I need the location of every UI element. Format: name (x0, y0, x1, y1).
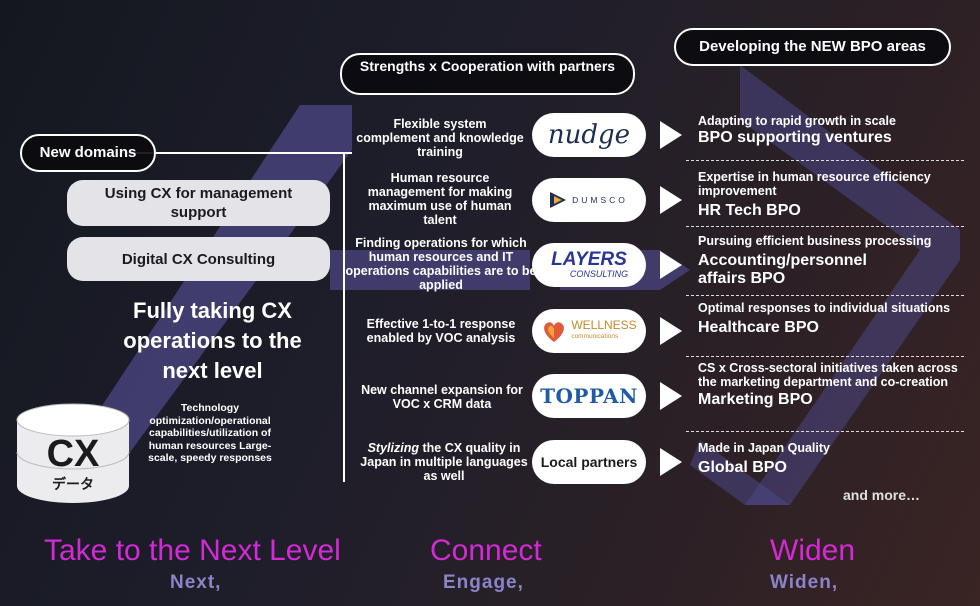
strength-desc-3: Finding operations for which human resou… (345, 236, 537, 292)
bracket-top-line (120, 152, 352, 155)
strength-desc-5: New channel expansion for VOC x CRM data (361, 383, 523, 411)
bpo-area-5-main: Marketing BPO (698, 391, 813, 408)
strength-desc-1: Flexible system complement and knowledge… (356, 117, 524, 159)
bpo-area-3: Pursuing efficient business processing A… (698, 234, 968, 288)
footer-connect: Connect (430, 534, 542, 567)
bpo-area-3-main: Accounting/personnel affairs BPO (698, 252, 867, 287)
separator-2 (686, 226, 964, 227)
separator-5 (686, 431, 964, 432)
footer-next-level: Take to the Next Level (44, 534, 341, 567)
bpo-area-1-sub: Adapting to rapid growth in scale (698, 114, 896, 128)
bpo-title: Developing the NEW BPO areas (674, 28, 951, 66)
bpo-area-4: Optimal responses to individual situatio… (698, 301, 968, 337)
footer-widen: Widen (770, 534, 856, 567)
wellness-heart-icon (544, 322, 565, 342)
layers-subwordmark: CONSULTING (569, 269, 629, 279)
partner-local: Local partners (532, 440, 646, 484)
toppan-wordmark: TOPPAN (540, 384, 638, 408)
chevron-right-bg (740, 65, 960, 505)
new-domains-label: New domains (20, 134, 156, 172)
strengths-title: Strengths x Cooperation with partners (340, 53, 635, 95)
bpo-area-5-sub: CS x Cross-sectoral initiatives taken ac… (698, 361, 958, 389)
partner-logo-layers: LAYERS CONSULTING (532, 243, 646, 287)
bpo-area-5: CS x Cross-sectoral initiatives taken ac… (698, 361, 968, 409)
bpo-area-6-main: Global BPO (698, 459, 787, 476)
wellness-subwordmark: communications (571, 333, 619, 340)
chevron-tail-bg (690, 440, 790, 505)
database-label-sub: データ (52, 476, 94, 492)
capabilities-text: Technology optimization/operational capa… (148, 402, 272, 464)
bpo-area-4-sub: Optimal responses to individual situatio… (698, 301, 951, 315)
footer-engage: Engage, (443, 572, 524, 593)
partner-logo-toppan: TOPPAN (532, 374, 646, 418)
bpo-area-2-main: HR Tech BPO (698, 202, 801, 219)
local-partners-label: Local partners (540, 454, 638, 470)
wellness-wordmark: WELLNESS (571, 318, 637, 332)
separator-4 (686, 356, 964, 357)
separator-1 (686, 160, 964, 161)
bpo-area-2-sub: Expertise in human resource efficiency i… (698, 170, 931, 198)
footer-widen-sub: Widen, (770, 572, 839, 593)
bpo-area-2: Expertise in human resource efficiency i… (698, 170, 968, 220)
arrow-right-1 (660, 121, 682, 149)
dumsco-wordmark: DUMSCO (572, 195, 628, 205)
bracket-right-line (343, 152, 345, 482)
bpo-area-3-sub: Pursuing efficient business processing (698, 234, 932, 248)
database-icon (16, 403, 130, 503)
connector-bar (330, 250, 530, 290)
strength-desc-6: Stylizing the CX quality in Japan in mul… (360, 441, 528, 483)
dumsco-mark-icon (550, 192, 567, 208)
arrow-right-6 (660, 448, 682, 476)
bpo-area-4-main: Healthcare BPO (698, 319, 819, 336)
domain-card-management: Using CX for management support (67, 180, 330, 226)
domain-card-consulting: Digital CX Consulting (67, 237, 330, 281)
bpo-area-1: Adapting to rapid growth in scale BPO su… (698, 114, 968, 147)
database-label-main: CX (46, 433, 100, 475)
bpo-area-6-sub: Made in Japan Quality (698, 441, 830, 455)
layers-wordmark: LAYERS (551, 249, 627, 270)
strength-desc-2: Human resource management for making max… (367, 171, 513, 227)
partner-logo-nudge: nudge (532, 113, 646, 157)
arrow-right-2 (660, 186, 682, 214)
nudge-wordmark: nudge (547, 120, 631, 150)
partner-logo-wellness: WELLNESS communications (532, 309, 646, 353)
arrow-right-5 (660, 382, 682, 410)
strength-desc-6-text: the CX quality in Japan in multiple lang… (360, 441, 528, 483)
bpo-area-1-main: BPO supporting ventures (698, 129, 892, 146)
partner-logo-dumsco: DUMSCO (532, 178, 646, 222)
footer-next: Next, (170, 572, 222, 593)
separator-3 (686, 295, 964, 296)
and-more-text: and more… (843, 487, 921, 503)
headline-text: Fully taking CX operations to the next l… (123, 298, 302, 383)
arrow-right-4 (660, 317, 682, 345)
bpo-area-6: Made in Japan Quality Global BPO (698, 441, 968, 477)
strength-desc-4: Effective 1-to-1 response enabled by VOC… (366, 317, 516, 345)
arrow-right-3 (660, 251, 682, 279)
strength-desc-6-emphasis: Stylizing (367, 441, 419, 455)
